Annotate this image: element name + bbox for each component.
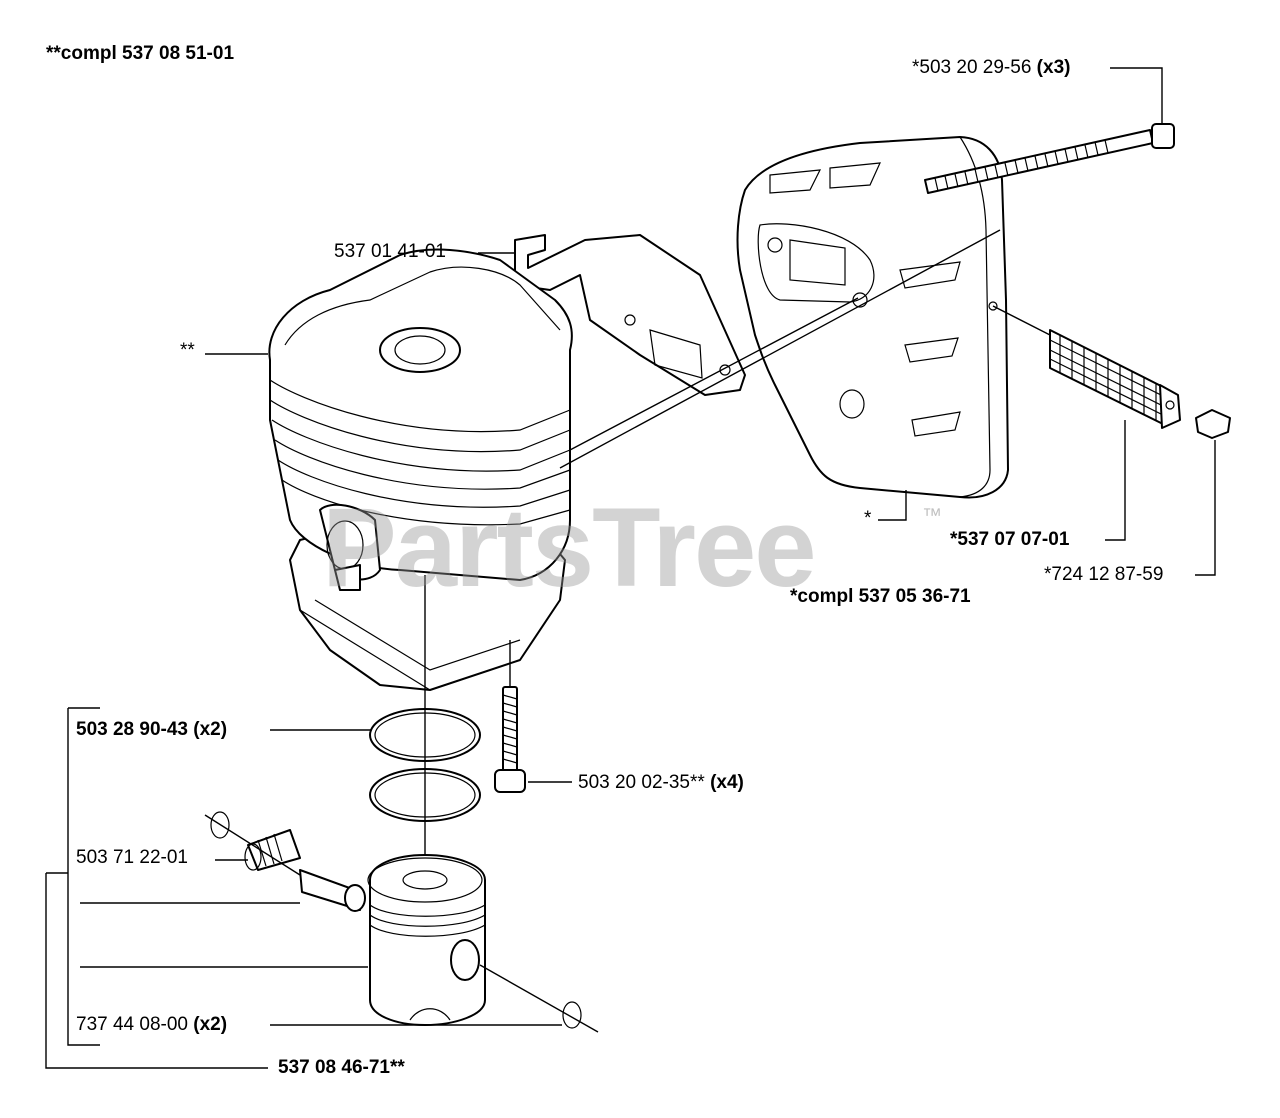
label-circlip-qty: (x2) — [193, 1014, 228, 1035]
leader-lines — [45, 67, 1216, 1069]
label-needle-bearing[interactable]: 503 71 22-01 — [76, 847, 188, 868]
muffler-screw-drawing — [924, 123, 1175, 194]
label-spark-screen[interactable]: *537 07 07-01 — [950, 529, 1070, 550]
label-muffler[interactable]: * — [864, 508, 872, 529]
label-circlip[interactable]: 737 44 08-00 (x2) — [76, 1014, 228, 1035]
label-cylinder[interactable]: ** — [180, 340, 195, 361]
circlip-drawing — [210, 811, 582, 1029]
label-piston-kit[interactable]: 537 08 46-71** — [278, 1057, 405, 1078]
label-cylinder-screw[interactable]: 503 20 02-35** (x4) — [578, 772, 744, 793]
label-piston-ring[interactable]: 503 28 90-43 (x2) — [76, 719, 228, 740]
label-muffler-kit[interactable]: *compl 537 05 36-71 — [790, 586, 971, 607]
label-cylinder-screw-qty: (x4) — [710, 772, 744, 793]
gasket-bracket-drawing — [514, 234, 746, 396]
label-gasket-bracket[interactable]: 537 01 41-01 — [334, 241, 446, 262]
label-muffler-screw-qty: (x3) — [1036, 57, 1071, 78]
wrist-pin-drawing — [244, 829, 366, 912]
cylinder-drawing — [268, 248, 573, 691]
trademark-symbol: ™ — [922, 505, 942, 527]
piston-drawing — [367, 854, 486, 1026]
cylinder-screw-drawing — [494, 686, 526, 793]
label-screen-screw[interactable]: *724 12 87-59 — [1044, 564, 1164, 585]
label-muffler-screw[interactable]: *503 20 29-56 (x3) — [912, 57, 1071, 78]
spark-screen-drawing — [1049, 329, 1231, 439]
label-cylinder-kit[interactable]: **compl 537 08 51-01 — [46, 43, 235, 64]
partstree-watermark: PartsTree — [322, 485, 817, 610]
muffler-drawing — [736, 136, 1009, 499]
